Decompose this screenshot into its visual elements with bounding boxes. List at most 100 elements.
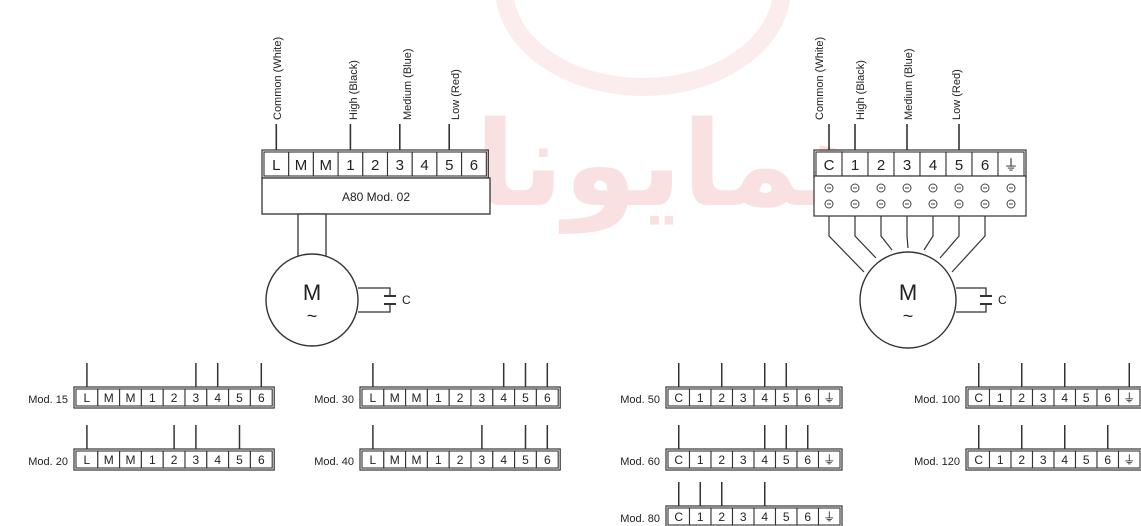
main-right-terminal-cell <box>893 151 921 177</box>
variant-terminal-cell-label: 5 <box>783 510 790 524</box>
variant-terminal-cell-label: 5 <box>522 391 529 405</box>
variant-terminal-cell-label: 3 <box>193 453 200 467</box>
variant-terminal-cell-label: 4 <box>500 453 507 467</box>
screw-block-frame <box>813 175 1027 217</box>
variant-terminal-frame <box>359 386 561 409</box>
variant-terminal-cell <box>1117 388 1141 407</box>
variant-terminal-cell-label: 5 <box>522 453 529 467</box>
variant-terminal-cell-label: 3 <box>193 391 200 405</box>
variant-terminal-cell-label: M <box>390 453 400 467</box>
capacitor-label: C <box>402 293 411 307</box>
main-right-terminal-cell-label: C <box>824 157 835 174</box>
variant-terminal-cell-label: 5 <box>236 453 243 467</box>
fan-wire <box>854 216 877 259</box>
model-variant-label: Mod. 30 <box>314 394 354 406</box>
motor-connector <box>297 213 327 259</box>
variant-terminal-cell-label: 1 <box>149 453 156 467</box>
variant-terminal-cell-label: 3 <box>479 453 486 467</box>
main-left-terminal-cell-label: 6 <box>470 157 478 174</box>
main-right-terminal-cell <box>919 151 947 177</box>
variant-terminal-cell-label: 1 <box>149 391 156 405</box>
main-left-terminal-cell-label: 2 <box>371 157 379 174</box>
variant-terminal-cell-label: L <box>84 453 91 467</box>
main-left-terminal-cell <box>461 151 487 177</box>
motor-circle <box>265 253 359 347</box>
variant-terminal-cell-label: ⏚ <box>823 391 835 405</box>
variant-terminal-cell <box>249 388 273 407</box>
wire-label-medium: Medium (Blue) <box>402 48 414 120</box>
variant-terminal-cell-label: 2 <box>457 453 464 467</box>
variant-terminal-cell-label: M <box>390 391 400 405</box>
variant-terminal-cell-label: 2 <box>1018 453 1025 467</box>
main-right-terminal-cell <box>867 151 895 177</box>
variant-terminal-cell-label: C <box>674 391 683 405</box>
variant-terminal-cell-label: 3 <box>740 510 747 524</box>
variant-terminal-cell-label: M <box>104 453 114 467</box>
variant-terminal-cell-label: L <box>84 391 91 405</box>
variant-terminal-frame <box>665 448 843 471</box>
wire-label-low-r: Low (Red) <box>951 69 963 120</box>
main-left-terminal-cell <box>337 151 364 177</box>
variant-terminal-cell-label: 6 <box>544 453 551 467</box>
variant-terminal-cell-label: 4 <box>500 391 507 405</box>
motor-ac-symbol-r: ~ <box>903 306 914 326</box>
model-box <box>261 177 491 215</box>
variant-terminal-frame <box>665 505 843 526</box>
variant-terminal-cell <box>249 450 273 469</box>
variant-terminal-cell-label: 6 <box>804 510 811 524</box>
fan-wire <box>923 216 934 251</box>
variant-terminal-cell-label: 4 <box>1061 391 1068 405</box>
variant-terminal-cell-label: L <box>370 391 377 405</box>
model-variant-label: Mod. 60 <box>620 456 660 468</box>
variant-terminal-cell-label: 2 <box>718 453 725 467</box>
variant-terminal-cell <box>817 450 841 469</box>
variant-terminal-cell-label: 5 <box>236 391 243 405</box>
variant-terminal-cell-label: 1 <box>697 453 704 467</box>
main-right-terminal-cell-label: 5 <box>955 157 963 174</box>
variant-terminal-cell-label: 2 <box>457 391 464 405</box>
variant-terminal-cell-label: 6 <box>1104 391 1111 405</box>
capacitor-wire <box>358 287 391 313</box>
main-left-terminal-cell-label: M <box>320 157 333 174</box>
main-left-terminal-cell-label: 4 <box>420 157 428 174</box>
main-left-terminal-cell-label: M <box>295 157 308 174</box>
main-right-terminal-cell-label: ⏚ <box>1003 157 1018 174</box>
fan-wire <box>939 216 960 259</box>
main-left-terminal-cell-label: 1 <box>346 157 354 174</box>
variant-terminal-cell-label: 2 <box>171 453 178 467</box>
variant-terminal-cell <box>817 388 841 407</box>
variant-terminal-cell-label: 1 <box>435 391 442 405</box>
variant-terminal-frame <box>965 386 1141 409</box>
variant-terminal-cell-label: C <box>674 453 683 467</box>
variant-terminal-cell-label: M <box>126 391 136 405</box>
variant-terminal-cell-label: 5 <box>783 453 790 467</box>
wire-label-medium-r: Medium (Blue) <box>903 48 915 120</box>
main-left-terminal-cell-label: L <box>272 157 280 174</box>
model-variant-label: Mod. 50 <box>620 394 660 406</box>
variant-terminal-cell-label: 6 <box>804 391 811 405</box>
variant-terminal-cell-label: 1 <box>697 510 704 524</box>
capacitor-wire-r <box>956 287 987 313</box>
main-right-terminal-cell <box>815 151 843 177</box>
variant-terminal-cell-label: 6 <box>258 391 265 405</box>
variant-terminal-cell-label: 6 <box>1104 453 1111 467</box>
left-main-diagram: Common (White) High (Black) Medium (Blue… <box>261 37 491 347</box>
motor-label: M <box>303 280 321 305</box>
variant-terminal-cell-label: 3 <box>479 391 486 405</box>
variant-terminal-cell-label: M <box>126 453 136 467</box>
variant-terminal-cell-label: 3 <box>1040 391 1047 405</box>
variant-terminal-cell-label: 5 <box>783 391 790 405</box>
variant-terminal-frame <box>665 386 843 409</box>
model-variant-label: Mod. 40 <box>314 456 354 468</box>
model-variant-label: Mod. 80 <box>620 513 660 525</box>
wire-label-high-r: High (Black) <box>855 60 867 120</box>
wire-label-low: Low (Red) <box>450 69 462 120</box>
wire-label-common: Common (White) <box>272 37 284 120</box>
variant-terminal-cell-label: C <box>674 510 683 524</box>
variant-terminal-cell-label: M <box>104 391 114 405</box>
variant-terminal-cell-label: 3 <box>740 453 747 467</box>
